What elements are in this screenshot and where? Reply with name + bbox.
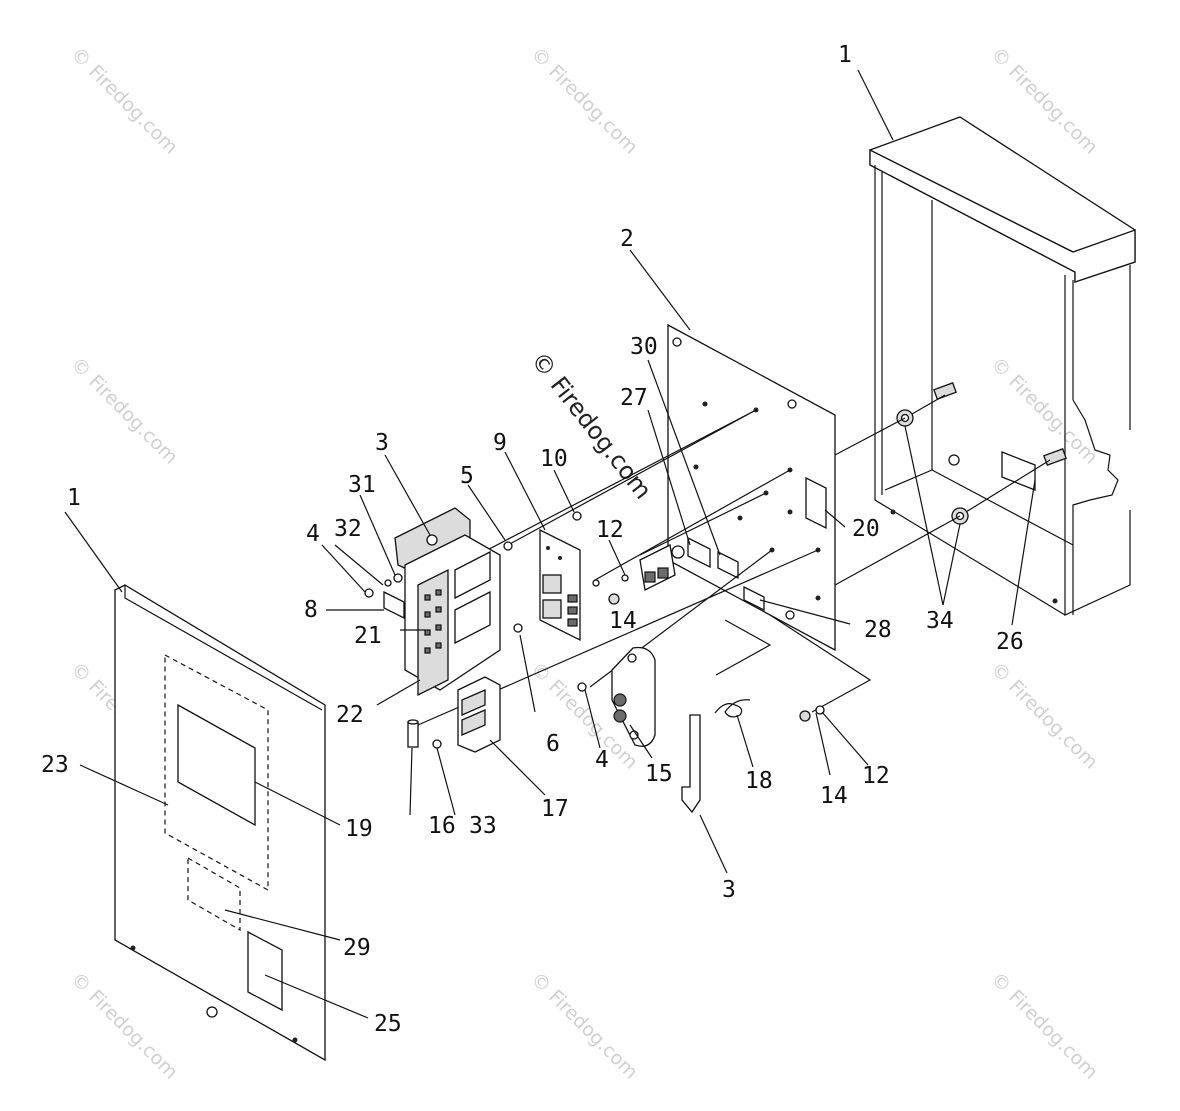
callout: 30	[630, 334, 658, 360]
callout-labels: 1 1 2 3 3 4 4 5 6 8 9 10 12 12 14 14 15 …	[41, 42, 1024, 1037]
watermark: © Firedog.com	[986, 968, 1101, 1083]
callout: 8	[304, 597, 318, 623]
standoff-10	[572, 511, 582, 521]
callout: 14	[609, 608, 637, 634]
watermark: © Firedog.com	[66, 43, 181, 158]
door-panel	[114, 584, 326, 1062]
callout: 14	[820, 783, 848, 809]
screw-4b	[577, 682, 587, 692]
callout: 10	[540, 446, 568, 472]
nut-14	[608, 593, 620, 605]
callout: 28	[864, 617, 892, 643]
bracket-3b	[681, 714, 701, 814]
screw-6	[513, 623, 523, 633]
breaker-21	[417, 568, 449, 697]
callout: 31	[348, 472, 376, 498]
callout: 23	[41, 752, 69, 778]
callout: 17	[541, 796, 569, 822]
small-hardware	[364, 541, 629, 633]
enclosure-body-left	[874, 165, 1066, 616]
screw-33	[432, 739, 442, 749]
decal-29-outline	[187, 856, 241, 932]
callout: 21	[354, 623, 382, 649]
leader-lines	[64, 69, 1036, 1019]
relay-board	[539, 511, 582, 642]
callout: 5	[460, 463, 474, 489]
watermark: © Firedog.com	[986, 43, 1101, 158]
back-panel	[667, 323, 836, 652]
fuse-16	[407, 721, 419, 748]
callout: 1	[838, 42, 852, 68]
callout: 6	[546, 731, 560, 757]
enclosure-body-right	[1064, 275, 1131, 616]
callout: 19	[345, 816, 373, 842]
enclosure-lid-front	[869, 148, 1136, 283]
watermark: © Firedog.com	[986, 658, 1101, 773]
hardware-12-14	[799, 705, 825, 722]
nut-31	[393, 573, 403, 583]
wire-harness-18	[714, 699, 751, 718]
callout: 20	[852, 516, 880, 542]
breaker-assembly	[383, 507, 501, 697]
enclosure-cutaway	[1072, 399, 1119, 615]
watermark: © Firedog.com	[66, 968, 181, 1083]
callout: 33	[469, 813, 497, 839]
callout: 26	[996, 629, 1024, 655]
decal-30	[717, 550, 739, 580]
decal-20	[805, 476, 827, 530]
callout: 9	[493, 430, 507, 456]
callout: 3	[722, 877, 736, 903]
callout: 22	[336, 702, 364, 728]
callout: 16	[428, 813, 456, 839]
door-latch	[206, 1006, 218, 1018]
callout: 34	[926, 608, 954, 634]
terminal-block	[608, 544, 685, 605]
callout: 4	[595, 747, 609, 773]
callout: 25	[374, 1011, 402, 1037]
screw-5	[503, 541, 513, 551]
watermark: © Firedog.com	[986, 353, 1101, 468]
callout: 18	[745, 768, 773, 794]
decal-26	[1001, 451, 1036, 491]
callout: 3	[375, 430, 389, 456]
decal-27	[687, 536, 711, 569]
watermark: © Firedog.com	[526, 968, 641, 1083]
decal-25	[247, 930, 283, 1012]
stud-lower	[1043, 448, 1067, 466]
watermark: © Firedog.com	[526, 43, 641, 158]
fuse-holder	[407, 676, 501, 753]
callout: 12	[596, 517, 624, 543]
center-watermark: © Firedog.com	[525, 346, 657, 504]
window-19	[177, 703, 256, 827]
callout: 27	[620, 385, 648, 411]
callout: 15	[645, 761, 673, 787]
decal-28	[743, 585, 765, 612]
callout: 29	[343, 935, 371, 961]
decal-8	[383, 590, 405, 620]
watermark: © Firedog.com	[66, 353, 181, 468]
callout: 2	[620, 226, 634, 252]
front-door	[114, 584, 326, 1062]
callout: 32	[334, 516, 362, 542]
enclosure-knockout	[948, 454, 960, 466]
enclosure-box	[869, 116, 1136, 616]
callout: 12	[862, 763, 890, 789]
connector-15	[577, 646, 656, 747]
stud-upper	[933, 382, 957, 400]
screw-4	[364, 588, 374, 598]
callout: 4	[306, 521, 320, 547]
washer-32	[384, 579, 392, 587]
callout: 1	[67, 485, 81, 511]
